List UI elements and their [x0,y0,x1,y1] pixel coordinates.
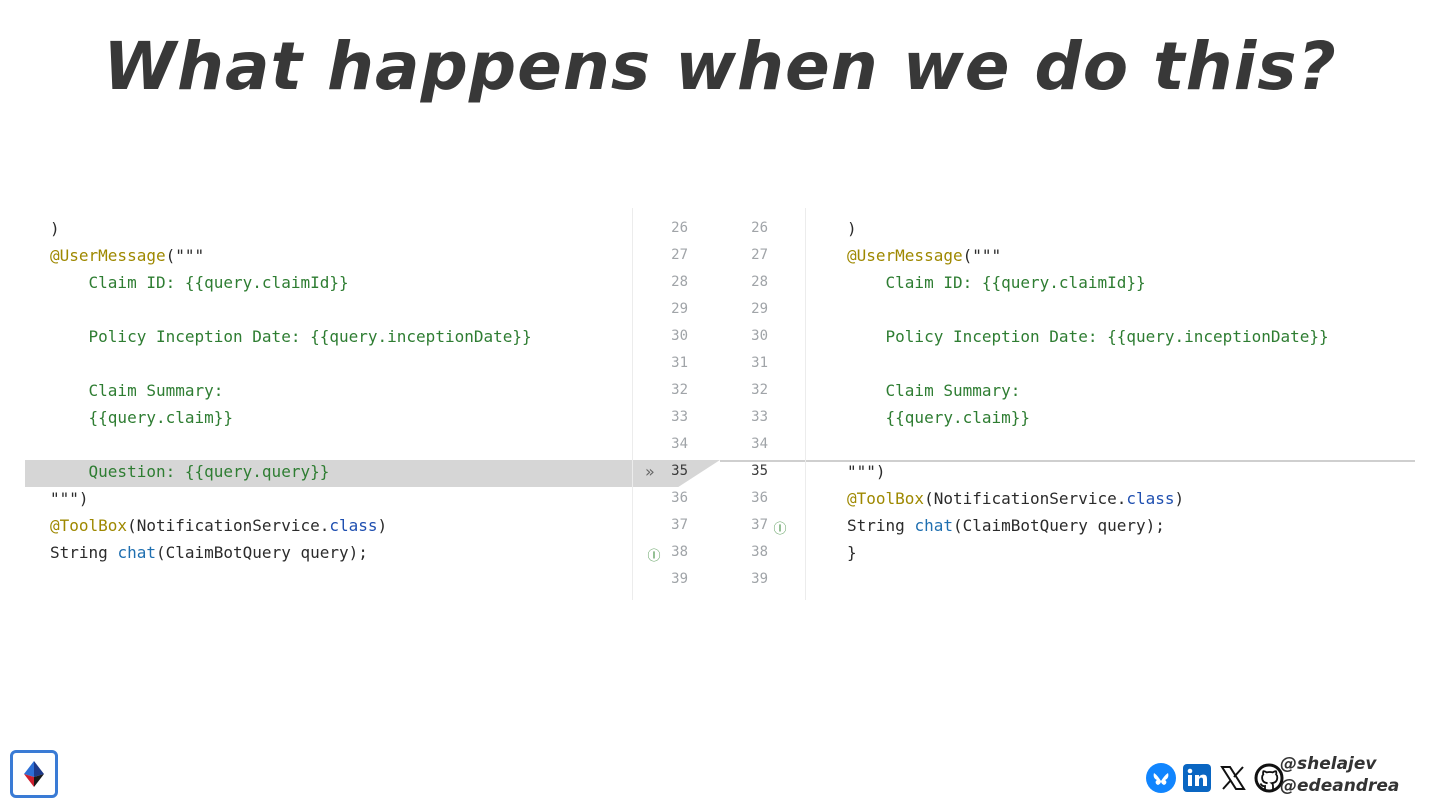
code-token: {{query.claim}} [847,408,1031,427]
right-line-number: 33 [751,409,768,425]
code-token: ) [847,219,857,238]
code-token: @ToolBox [847,489,925,508]
right-code-line: Claim Summary: [847,377,1021,404]
code-token: chat [117,543,156,562]
code-token: ) [1174,489,1185,508]
right-line-number: 32 [751,382,768,398]
right-gutter-divider [805,208,806,600]
left-line-number: 34 [671,436,688,452]
left-code-line: Policy Inception Date: {{query.inception… [50,323,532,350]
code-token: String [50,543,118,562]
code-token: Claim ID: {{query.claimId}} [847,273,1146,292]
left-line-number: 26 [671,220,688,236]
code-token: Claim ID: {{query.claimId}} [50,273,349,292]
code-token: Claim Summary: [50,381,224,400]
left-code-line: """) [50,485,89,512]
right-line-number: 27 [751,247,768,263]
right-line-number: 36 [751,490,768,506]
code-token: (""" [962,246,1002,265]
left-line-number: 32 [671,382,688,398]
right-code-line: {{query.claim}} [847,404,1031,431]
right-line-number: 28 [751,274,768,290]
left-line-number: 33 [671,409,688,425]
right-code-line: Claim ID: {{query.claimId}} [847,269,1146,296]
right-code-line: String chat(ClaimBotQuery query); [847,512,1165,539]
code-token: (""" [165,246,205,265]
left-code-line: ) [50,215,60,242]
code-token: class [1126,489,1175,508]
left-line-number: 28 [671,274,688,290]
github-icon[interactable] [1253,762,1285,794]
code-token: """) [50,489,89,508]
code-token: @UserMessage [50,246,166,265]
left-code-line: @ToolBox(NotificationService.class) [50,512,387,539]
implementation-gutter-icon[interactable]: Ⓘ [647,549,661,564]
left-line-number: 35 [671,463,688,479]
code-token: (ClaimBotQuery query); [155,543,368,562]
changed-line-highlight [25,460,720,487]
left-code-line: Claim ID: {{query.claimId}} [50,269,349,296]
left-line-number: 39 [671,571,688,587]
linkedin-icon[interactable] [1181,762,1213,794]
right-code-line: @ToolBox(NotificationService.class) [847,485,1184,512]
code-token: chat [914,516,953,535]
code-token: ) [377,516,388,535]
code-token: ) [50,219,60,238]
left-line-number: 36 [671,490,688,506]
code-token: @UserMessage [847,246,963,265]
right-code-line: ) [847,215,857,242]
bluesky-icon[interactable] [1145,762,1177,794]
left-line-number: 27 [671,247,688,263]
right-line-number: 30 [751,328,768,344]
slide-title: What happens when we do this? [103,28,1337,105]
left-code-line: Question: {{query.query}} [50,458,330,485]
right-line-number: 38 [751,544,768,560]
author-handles: @shelajev @edeandrea [1280,753,1399,797]
left-line-number: 37 [671,517,688,533]
x-icon[interactable] [1217,762,1249,794]
code-token: Question: {{query.query}} [50,462,330,481]
right-code-line: Policy Inception Date: {{query.inception… [847,323,1329,350]
apply-change-chevron-icon[interactable]: » [645,462,655,481]
right-line-number: 26 [751,220,768,236]
right-code-line: @UserMessage(""" [847,242,1001,269]
left-code-line: String chat(ClaimBotQuery query); [50,539,368,566]
right-line-number: 29 [751,301,768,317]
left-code-line: Claim Summary: [50,377,224,404]
left-line-number: 29 [671,301,688,317]
left-code-line: {{query.claim}} [50,404,234,431]
code-token: String [847,516,915,535]
code-token: """) [847,462,886,481]
changed-line-marker [720,460,1415,487]
handle-edeandrea[interactable]: @edeandrea [1280,776,1400,796]
code-token: @ToolBox [50,516,128,535]
code-diff-view: )@UserMessage(""" Claim ID: {{query.clai… [25,208,1415,600]
right-line-number: 34 [751,436,768,452]
left-line-number: 31 [671,355,688,371]
right-line-number: 37 [751,517,768,533]
right-line-number: 39 [751,571,768,587]
left-gutter-divider [632,208,633,600]
right-code-line: } [847,539,857,566]
code-token: {{query.claim}} [50,408,234,427]
right-line-number: 31 [751,355,768,371]
implementation-gutter-icon[interactable]: Ⓘ [773,522,787,537]
right-code-line: """) [847,458,886,485]
right-line-number: 35 [751,463,768,479]
left-line-number: 30 [671,328,688,344]
quarkus-logo [10,750,58,798]
code-token: Policy Inception Date: {{query.inception… [847,327,1329,346]
code-token: class [329,516,378,535]
social-icons [1145,760,1285,796]
code-token: } [847,543,857,562]
left-code-line: @UserMessage(""" [50,242,204,269]
code-token: (NotificationService. [924,489,1127,508]
code-token: Policy Inception Date: {{query.inception… [50,327,532,346]
code-token: (ClaimBotQuery query); [952,516,1165,535]
left-line-number: 38 [671,544,688,560]
code-token: Claim Summary: [847,381,1021,400]
handle-shelajev[interactable]: @shelajev [1280,754,1377,774]
code-token: (NotificationService. [127,516,330,535]
